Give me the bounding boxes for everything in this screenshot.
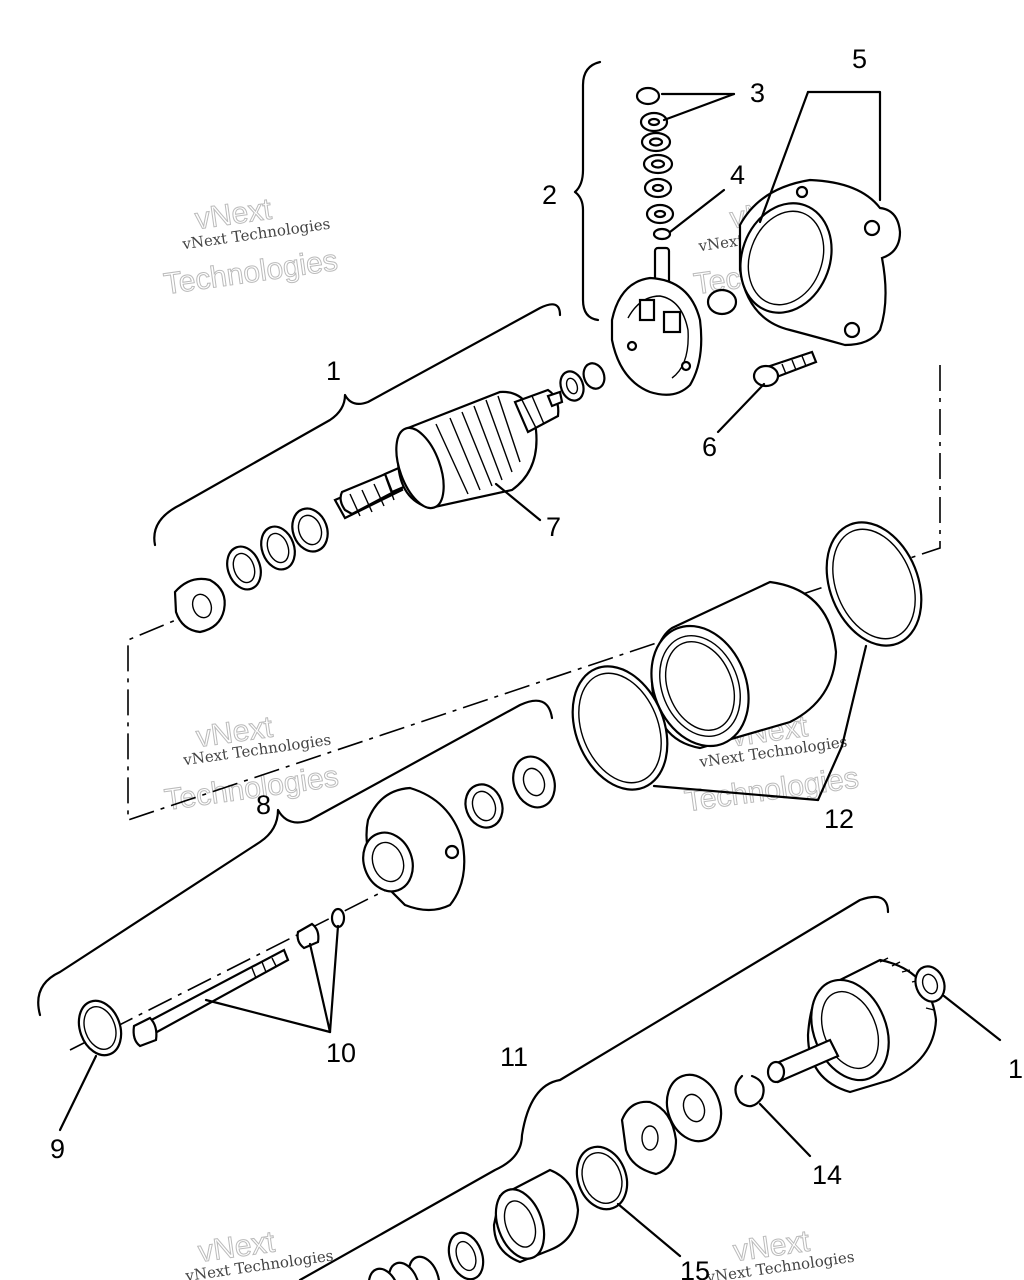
callout-10: 10 [326,1038,356,1068]
lock-washer-10 [296,922,320,950]
o-ring-lower [571,665,669,791]
callout-11: 11 [500,1042,528,1072]
callout-14: 14 [812,1160,842,1190]
callout-9: 9 [50,1134,65,1164]
watermark-6: vNext vNext Technologies [704,1224,855,1280]
o-ring-9 [77,999,123,1057]
callout-3: 3 [750,78,765,108]
needle-bearing [464,783,504,829]
callout-2: 2 [542,180,557,210]
callout-7: 7 [546,512,561,542]
shim-c [226,545,262,591]
thrust-washer-b [582,362,606,390]
callout-1: 1 [326,356,341,386]
watermark-big: Technologies [162,244,340,301]
lock-plate [173,577,226,634]
brush-plate [610,276,703,396]
bracket-8 [37,699,554,1017]
watermark-3: vNext vNext Technologies Technologies [162,710,341,817]
callout-13: 13 [1008,1054,1024,1084]
collar [447,1231,485,1280]
end-housing [738,178,902,347]
o-ring-upper [825,521,923,647]
centerline-upper [127,365,941,822]
thrust-washer-a [559,370,585,402]
snap-ring-14 [734,1074,765,1108]
field-housing [650,580,838,750]
drive-end-housing [362,786,466,912]
callout-4: 4 [730,160,745,190]
bracket-11 [298,895,890,1280]
end-bushing [706,288,738,316]
washer-13 [914,965,946,1003]
leader-lines [58,90,1002,1258]
callout-8: 8 [256,790,271,820]
drive-spring [367,1255,441,1280]
armature [333,388,564,520]
callout-5: 5 [852,44,867,74]
terminal-hardware-stack [635,86,675,286]
through-screw [752,350,818,388]
ball-bearing [512,755,556,809]
callout-15: 15 [680,1256,710,1280]
callout-6: 6 [702,432,717,462]
washer-10 [330,907,346,929]
watermark-5: vNext vNext Technologies [183,1225,334,1280]
bracket-2 [573,60,602,322]
watermark-1: vNext vNext Technologies Technologies [161,192,340,301]
through-bolt [132,948,290,1048]
watermark-big: Technologies [163,760,341,817]
pinion-shaft [766,1038,840,1084]
pinion-gear [492,1168,580,1264]
callout-12: 12 [824,804,854,834]
bracket-1 [153,303,562,547]
clutch-halves [620,1100,678,1176]
